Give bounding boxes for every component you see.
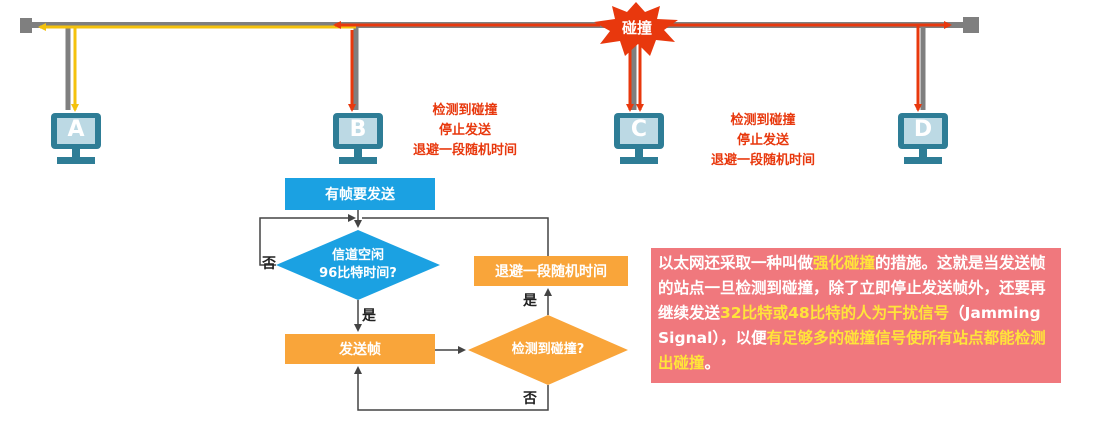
flow-no-label-1: 否 [262,256,276,272]
station-label-c: C [630,117,648,142]
computer-icon-a [51,113,101,164]
note-b-line1: 检测到碰撞 [432,103,498,118]
flow-yes-label-2: 是 [523,293,537,309]
signal-c-red [333,21,952,112]
flow-detect-diamond [468,315,628,385]
note-c-line1: 检测到碰撞 [730,113,796,128]
note-station-c: 检测到碰撞 停止发送 退避一段随机时间 [683,111,843,171]
flow-yes-label-1: 是 [362,308,376,324]
flow-connectors [259,210,552,411]
flow-start-text: 有帧要发送 [325,187,395,203]
station-drop-lines [65,25,926,110]
collision-label: 碰撞 [621,19,652,37]
flow-send-box [285,334,435,364]
flow-backoff-text: 退避一段随机时间 [495,264,607,280]
collision-burst [594,2,678,56]
note-b-line2: 停止发送 [438,123,491,138]
station-label-a: A [67,117,85,142]
flow-check-text: 信道空闲 96比特时间? [300,247,416,283]
info-text-4: 。 [704,354,721,372]
station-label-d: D [913,117,933,142]
info-box: 以太网还采取一种叫做强化碰撞的措施。这就是当发送帧的站点一旦检测到碰撞，除了立即… [651,248,1061,383]
flow-check-line1: 信道空闲 [331,248,384,263]
station-label-b: B [349,117,367,142]
flow-start-box [285,178,435,210]
info-highlight-1: 强化碰撞 [813,254,876,272]
computer-icon-b [333,113,383,164]
note-station-b: 检测到碰撞 停止发送 退避一段随机时间 [385,101,545,161]
info-highlight-3: 有足够多的碰撞信号使所有站点都能检测出碰撞 [658,329,1046,372]
computer-icon-c [614,113,664,164]
flow-detect-text: 检测到碰撞? [511,342,585,357]
flow-no-label-2: 否 [523,391,537,407]
info-text-3: （Jamming Signal），以便 [658,304,1041,347]
info-highlight-2: 32比特或48比特的人为干扰信号 [720,304,950,322]
flow-send-text: 发送帧 [339,342,381,358]
flow-check-diamond [276,230,440,300]
computer-icon-d [898,113,948,164]
flow-backoff-box [474,256,628,286]
signal-b-yellow [38,23,356,112]
note-c-line2: 停止发送 [736,133,789,148]
flow-check-line2: 96比特时间? [319,266,397,281]
note-c-line3: 退避一段随机时间 [710,153,815,168]
info-text-1: 以太网还采取一种叫做 [658,254,814,272]
note-b-line3: 退避一段随机时间 [412,143,517,158]
info-text-2: 的措施。这就是当发送帧的站点一旦检测到碰撞，除了立即停止发送帧外，还要再继续发送 [658,254,1046,322]
